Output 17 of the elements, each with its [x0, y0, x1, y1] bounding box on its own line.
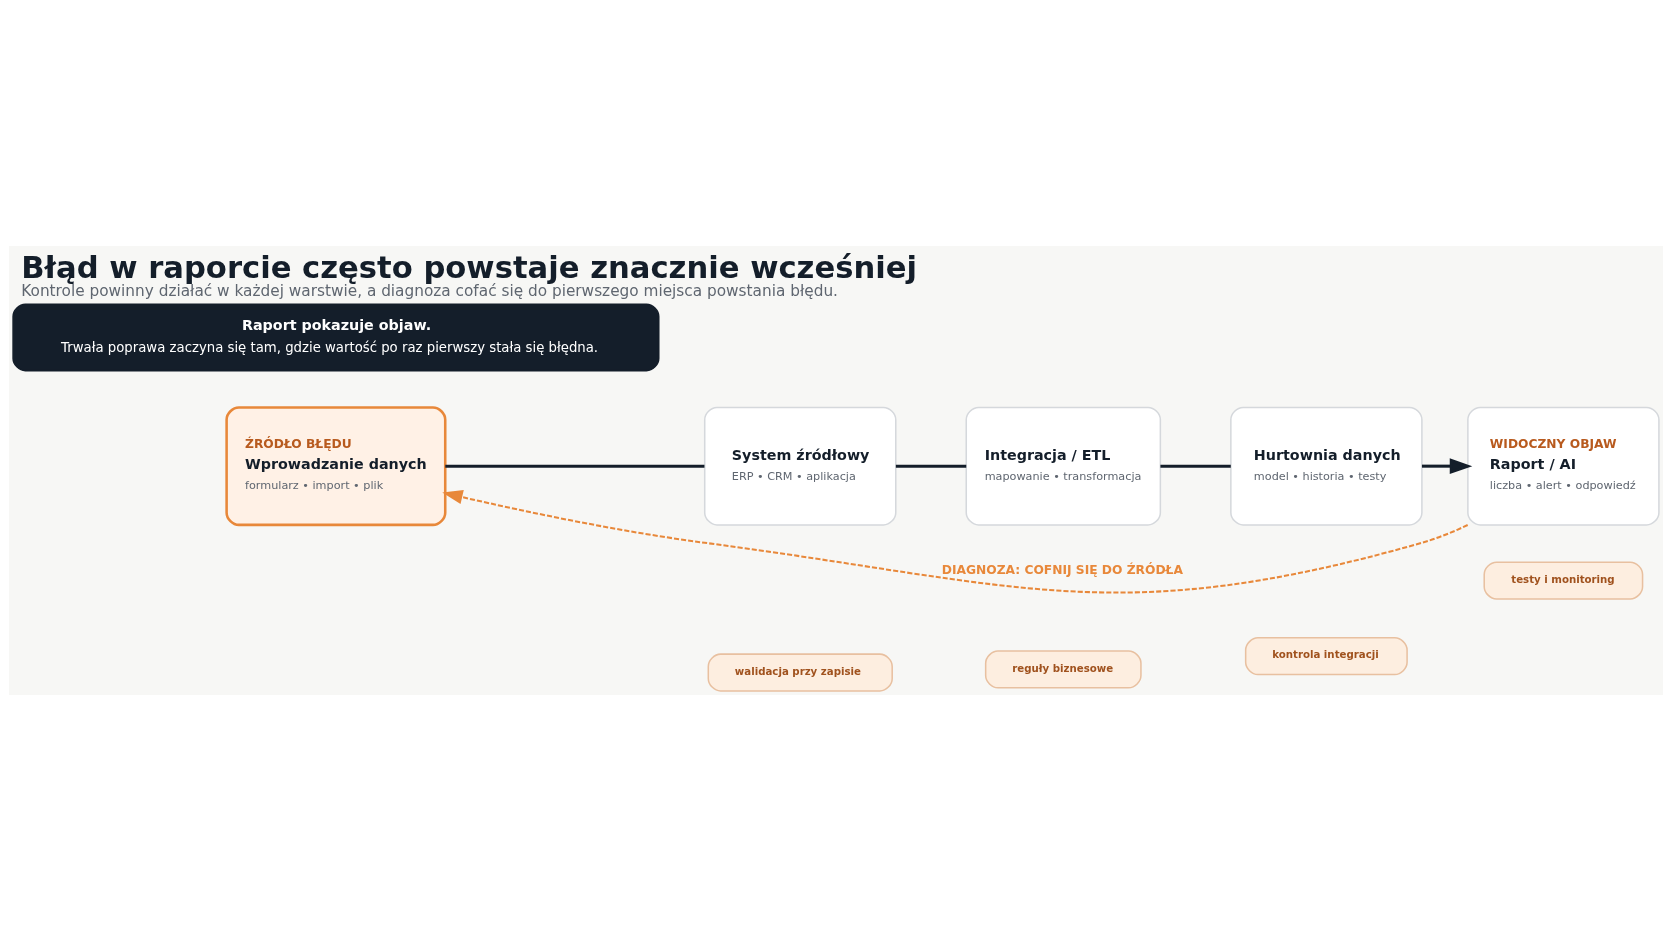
node-box: testy i monitoring: [1483, 561, 1644, 600]
connector: [1160, 464, 1231, 468]
node-box: Hurtownia danych model • historia • testy: [1230, 406, 1423, 526]
node-box: WIDOCZNY OBJAW Raport / AI liczba • alert • odpowiedź: [1467, 406, 1660, 526]
arrow: [1421, 458, 1473, 475]
node-box: System źródłowy ERP • CRM • aplikacja: [703, 406, 897, 526]
diagram-title: Błąd w raporcie często powstaje znacznie wcześniej: [21, 249, 917, 285]
node-box: reguły biznesowe: [984, 650, 1142, 689]
node-box: walidacja przy zapisie: [707, 653, 893, 692]
connector: [445, 464, 705, 468]
node-box: kontrola integracji: [1244, 637, 1408, 676]
edge-label: DIAGNOZA: COFNIJ SIĘ DO ŹRÓDŁA: [941, 563, 1183, 578]
connector: [895, 464, 967, 468]
node-box: Integracja / ETL mapowanie • transformacja: [965, 406, 1162, 526]
node-box: Raport pokazuje objaw. Trwała poprawa zaczyna się tam, gdzie wartość po raz pierwszy stała się błędna.: [12, 303, 660, 372]
node-box: ŹRÓDŁO BŁĘDU Wprowadzanie danych formularz • import • plik: [225, 406, 447, 527]
arrow: [442, 490, 1469, 594]
